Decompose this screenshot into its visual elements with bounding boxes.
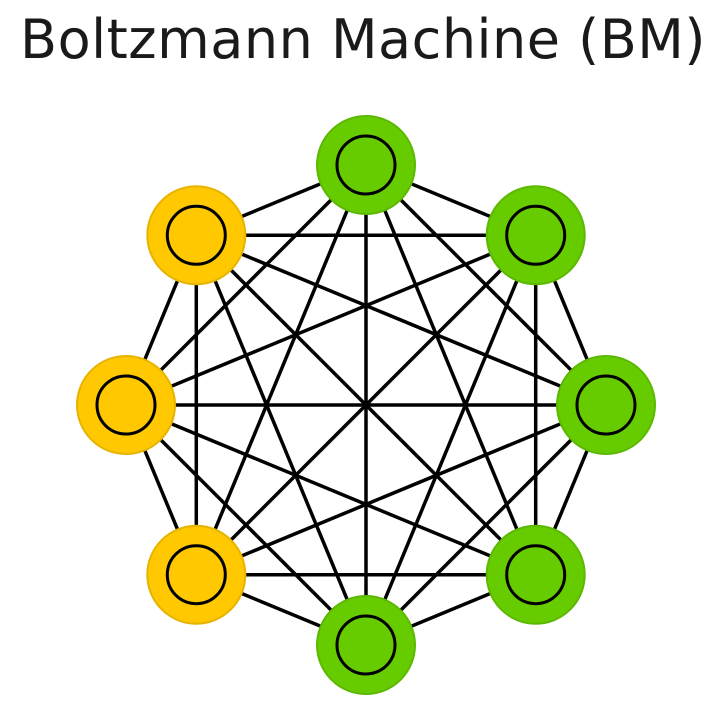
- visible-unit-n6: [76, 355, 176, 455]
- hidden-unit-n2: [556, 355, 656, 455]
- visible-unit-n5: [146, 524, 247, 625]
- edge-n2-n5: [195, 403, 607, 577]
- node-inner-ring: [335, 614, 397, 676]
- diagram-title: Boltzmann Machine (BM): [20, 8, 706, 71]
- edge-n4-n7: [194, 234, 368, 646]
- edge-n3-n6: [125, 403, 537, 577]
- edge-n2-n7: [195, 233, 607, 407]
- edge-n0-n3: [364, 164, 538, 576]
- edge-n1-n6: [125, 233, 537, 407]
- edge-n4-n6: [124, 403, 368, 647]
- edge-n1-n4: [364, 234, 538, 646]
- edge-n3-n7: [195, 234, 537, 576]
- hidden-unit-n4: [316, 595, 416, 695]
- hidden-unit-n0: [316, 115, 416, 215]
- node-inner-ring: [165, 204, 227, 266]
- node-inner-ring: [95, 374, 157, 436]
- edge-layer: [124, 163, 608, 647]
- hidden-unit-n1: [485, 185, 586, 286]
- node-layer: [76, 115, 656, 695]
- node-inner-ring: [505, 204, 567, 266]
- edge-n0-n5: [194, 164, 368, 576]
- hidden-unit-n3: [485, 524, 586, 625]
- node-inner-ring: [165, 544, 227, 606]
- visible-unit-n7: [146, 185, 247, 286]
- node-inner-ring: [575, 374, 637, 436]
- node-inner-ring: [505, 544, 567, 606]
- node-inner-ring: [335, 134, 397, 196]
